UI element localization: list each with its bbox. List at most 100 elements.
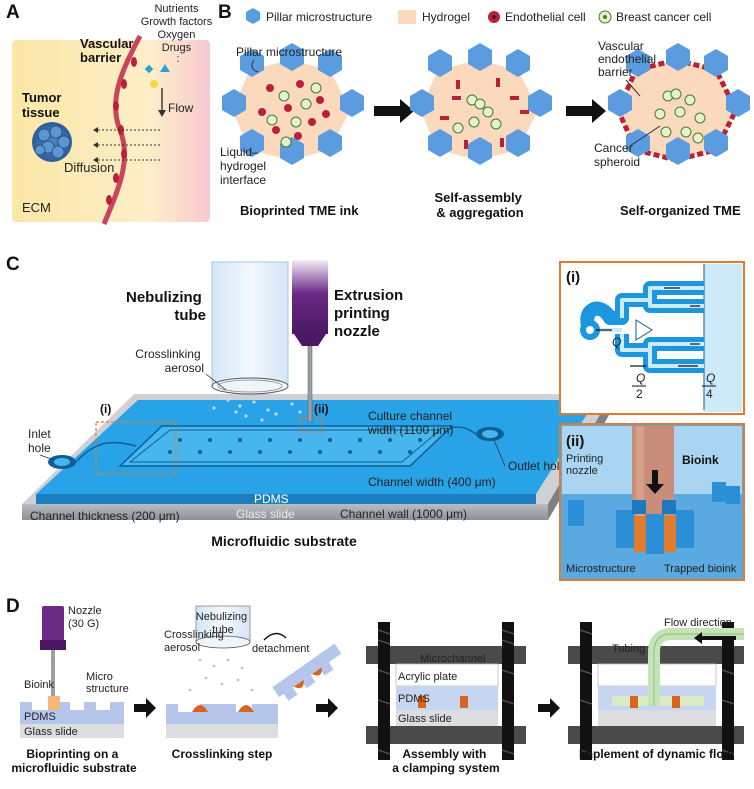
extrusion-nozzle: [292, 260, 328, 334]
arrow-right-icon: [538, 698, 560, 718]
pillar-legend-icon: [246, 8, 260, 24]
crosslinking-aerosol-d-label: Crosslinking aerosol: [164, 629, 227, 654]
step-self-assembly: Self-assembly & aggregation: [434, 190, 525, 220]
microfluidic-substrate-caption: Microfluidic substrate: [211, 533, 357, 549]
caption-assembly: Assembly with a clamping system: [392, 747, 499, 775]
cancer-spheroid-label: Cancer spheroid: [594, 141, 640, 169]
arrow-right-icon: [374, 99, 414, 123]
panel-d-letter: D: [6, 596, 20, 617]
flow-direction-arrow: [694, 632, 736, 644]
trapped-bioink-label: Trapped bioink: [664, 563, 737, 575]
nozzle-label: Nozzle (30 G): [68, 605, 105, 630]
step-assembly: Microchannel Acrylic plate PDMS Glass sl…: [366, 622, 526, 775]
microstructure-ring: [616, 500, 694, 554]
inset-i-box: [95, 421, 177, 475]
legend-cancer: Breast cancer cell: [616, 10, 711, 24]
down-arrow-icon: [646, 470, 664, 494]
diffusion-label: Diffusion: [64, 160, 114, 175]
step-bioprinted-ink: Bioprinted TME ink: [240, 203, 359, 218]
hydrogel-legend-icon: [398, 10, 416, 24]
marker-ii: (ii): [314, 402, 329, 416]
channel-wall-label: Channel wall (1000 μm): [340, 507, 467, 521]
step-self-organized: Self-organized TME: [620, 203, 741, 218]
interface-label: Liquid– hydrogel interface: [220, 145, 269, 187]
nebulizing-tube-label: Nebulizing tube: [126, 289, 206, 324]
arrow-right-icon: [566, 99, 606, 123]
supply-list: Nutrients Growth factors Oxygen Drugs :: [141, 3, 216, 65]
vascular-barrier-b-label: Vascular endothelial barrier: [598, 39, 659, 79]
q2-num: Q: [636, 371, 645, 385]
step-crosslinking: Nebulizing tube Crosslinking aerosol det…: [164, 605, 342, 761]
pdms-label: PDMS: [254, 492, 289, 506]
inset-ii-label: (ii): [566, 433, 584, 450]
panel-c: C Nebulizi: [6, 254, 745, 581]
legend: Pillar microstructure Hydrogel Endotheli…: [246, 8, 711, 24]
extrusion-nozzle-label: Extrusion printing nozzle: [334, 287, 407, 340]
legend-pillar: Pillar microstructure: [266, 10, 372, 24]
legend-endothelial: Endothelial cell: [505, 10, 586, 24]
crosslinking-aerosol-label: Crosslinking aerosol: [135, 347, 204, 375]
inset-i: (i) Q Q 2 Q 4: [559, 261, 745, 415]
aerosol-particles: [212, 396, 302, 422]
step-bioprinting: Nozzle (30 G) Bioink Micro structure PDM…: [11, 605, 137, 775]
panel-a: A Vascular barrier Nutrients Growth fact…: [6, 2, 216, 225]
legend-hydrogel: Hydrogel: [422, 10, 470, 24]
channel-width-label: Channel width (400 μm): [368, 475, 496, 489]
detached-substrate: [272, 643, 342, 701]
caption-crosslinking: Crosslinking step: [172, 747, 273, 761]
tubing-label: Tubing: [612, 643, 645, 655]
q-label: Q: [612, 335, 621, 349]
microstructure-label: Microstructure: [566, 563, 636, 575]
panel-c-letter: C: [6, 254, 20, 275]
glass-slide-label: Glass slide: [236, 507, 295, 521]
glass-slide-front: [22, 504, 548, 520]
channel-thickness-label: Channel thickness (200 μm): [30, 509, 180, 523]
pdms-d-label: PDMS: [24, 711, 56, 723]
panel-b: B Pillar microstructure Hydrogel Endothe…: [218, 2, 750, 220]
flow-label: Flow: [168, 101, 194, 115]
culture-channel: [118, 425, 454, 467]
self-organized-tme-diagram: [608, 43, 750, 165]
detachment-label: detachment: [252, 643, 309, 655]
flow-direction-label: Flow direction: [664, 617, 732, 629]
endothelial-cells: [106, 57, 137, 205]
q4-den: 4: [706, 387, 713, 401]
step-dynamic-flow: Flow direction Tubing Implement of dynam…: [568, 617, 744, 761]
ecm-label: ECM: [22, 200, 51, 215]
marker-i: (i): [100, 402, 111, 416]
bioink-d-label: Bioink: [24, 679, 54, 691]
self-assembly-diagram: [410, 43, 552, 165]
inlet-hole-label: Inlet hole: [28, 427, 54, 455]
panel-d: D Nozzle (30 G) Bioink Micro structure P…: [6, 596, 744, 775]
inset-i-label: (i): [566, 269, 580, 286]
glass-slide-d-label: Glass slide: [24, 726, 78, 738]
q2-den: 2: [636, 387, 643, 401]
culture-channel-label: Culture channel width (1100 μm): [367, 409, 455, 437]
outlet-hole-label: Outlet hole: [508, 459, 566, 473]
q4-num: Q: [706, 371, 715, 385]
caption-dynamic-flow: Implement of dynamic flow: [579, 747, 734, 761]
bioink-label: Bioink: [682, 453, 719, 467]
pillar-microstructure-label: Pillar microstructure: [236, 45, 342, 59]
arrow-right-icon: [134, 698, 156, 718]
panel-b-letter: B: [218, 2, 232, 23]
oxygen-icon: [150, 80, 158, 88]
nebulizing-tube: [211, 261, 289, 387]
acrylic-plate-label: Acrylic plate: [398, 671, 457, 683]
nebulizing-tube-d-label: Nebulizing tube: [196, 611, 250, 636]
glass-slide-d2-label: Glass slide: [398, 713, 452, 725]
microchannel-label: Microchannel: [420, 653, 485, 665]
tissue-background: [12, 40, 210, 222]
micro-structure-label: Micro structure: [86, 671, 129, 695]
pdms-d2-label: PDMS: [398, 693, 430, 705]
bioprinted-ink-diagram: [222, 43, 364, 165]
printing-nozzle-label: Printing nozzle: [566, 453, 606, 477]
panel-a-letter: A: [6, 2, 20, 23]
arrow-right-icon: [316, 698, 338, 718]
nutrient-icon: [144, 64, 154, 74]
tumor-tissue-label: Tumor tissue: [22, 90, 65, 120]
growth-factor-icon: [160, 64, 170, 72]
caption-bioprinting: Bioprinting on a microfluidic substrate: [11, 747, 137, 775]
inset-ii: (ii) Printing nozzle Bioink Microstructu…: [559, 423, 745, 581]
